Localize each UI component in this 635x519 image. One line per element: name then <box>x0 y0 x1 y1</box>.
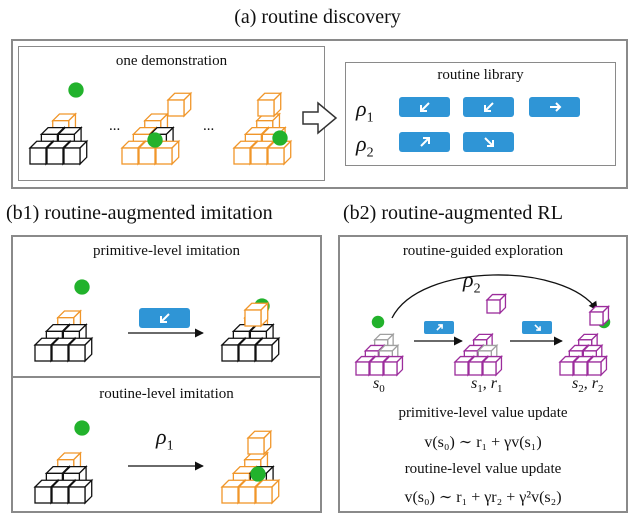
primitive-imitation-label: primitive-level imitation <box>92 243 241 259</box>
b2-down-right-button <box>522 321 552 334</box>
ball-icon <box>74 420 90 436</box>
block <box>67 336 94 363</box>
block <box>243 301 270 328</box>
routine-update-equation: v(s₀) ∼ r₁ + γr₂ + γ²v(s₂) <box>404 489 562 506</box>
section-b1-title: (b1) routine-augmented imitation <box>6 202 273 224</box>
section-b1-divider <box>11 376 322 378</box>
b2-up-right-button <box>424 321 454 334</box>
block <box>62 139 89 166</box>
routine-2-label: ρ2 <box>356 131 374 161</box>
ball-icon <box>147 132 163 148</box>
exploration-label: routine-guided exploration <box>402 243 564 259</box>
action-down-left-button <box>399 97 450 117</box>
ball-icon <box>250 466 266 482</box>
section-b2-title: (b2) routine-augmented RL <box>343 202 563 224</box>
block <box>256 91 283 118</box>
block <box>266 139 293 166</box>
state-s1-label: s1, r1 <box>471 375 503 396</box>
routine-2-arc <box>391 274 598 319</box>
state-s0-label: s0 <box>373 375 385 396</box>
arrow-down-left-icon <box>483 102 494 112</box>
arrow-right-icon <box>549 102 561 112</box>
block <box>481 354 504 377</box>
block <box>67 478 94 505</box>
hollow-arrow-icon <box>302 101 338 135</box>
block <box>254 478 281 505</box>
arrow-down-right-icon <box>483 137 494 147</box>
block <box>382 354 405 377</box>
routine-1-label: ρ1 <box>356 96 374 126</box>
block <box>232 139 259 166</box>
routine-library-label: routine library <box>437 67 524 83</box>
primitive-update-equation: v(s₀) ∼ r₁ + γv(s₁) <box>424 434 542 451</box>
dots-left: ... <box>109 118 121 134</box>
routine-update-label: routine-level value update <box>404 461 562 477</box>
arrow-down-left-icon <box>419 102 430 112</box>
ball-icon <box>68 82 84 98</box>
block <box>246 429 273 456</box>
block <box>166 91 193 118</box>
dots-right: ... <box>203 118 215 134</box>
ball-icon <box>272 130 288 146</box>
routine-1-arrow-label: ρ1 <box>156 424 174 454</box>
demonstration-label: one demonstration <box>115 53 228 69</box>
arrow-up-right-icon <box>419 137 430 147</box>
block <box>588 304 611 327</box>
section-a-panel <box>11 39 628 189</box>
block <box>254 336 281 363</box>
action-right-button <box>529 97 580 117</box>
ball-icon <box>74 279 90 295</box>
section-b1-panel <box>11 235 322 513</box>
section-a-title: (a) routine discovery <box>234 6 401 28</box>
primitive-update-label: primitive-level value update <box>398 405 568 421</box>
routine-library-box <box>345 62 616 166</box>
ball-icon <box>371 315 385 329</box>
arrow-down-right-icon <box>533 324 541 331</box>
state-s2-label: s2, r2 <box>572 375 604 396</box>
action-up-right-button <box>399 132 450 152</box>
action-down-left-button <box>139 308 190 328</box>
routine-imitation-label: routine-level imitation <box>99 386 234 402</box>
section-b2-panel <box>338 235 628 513</box>
block <box>586 354 609 377</box>
action-down-left-button <box>463 97 514 117</box>
arrow-down-left-icon <box>159 313 170 323</box>
action-down-right-button <box>463 132 514 152</box>
routine-2-arc-label: ρ2 <box>463 267 481 297</box>
block <box>485 292 508 315</box>
arrow-up-right-icon <box>435 324 443 331</box>
